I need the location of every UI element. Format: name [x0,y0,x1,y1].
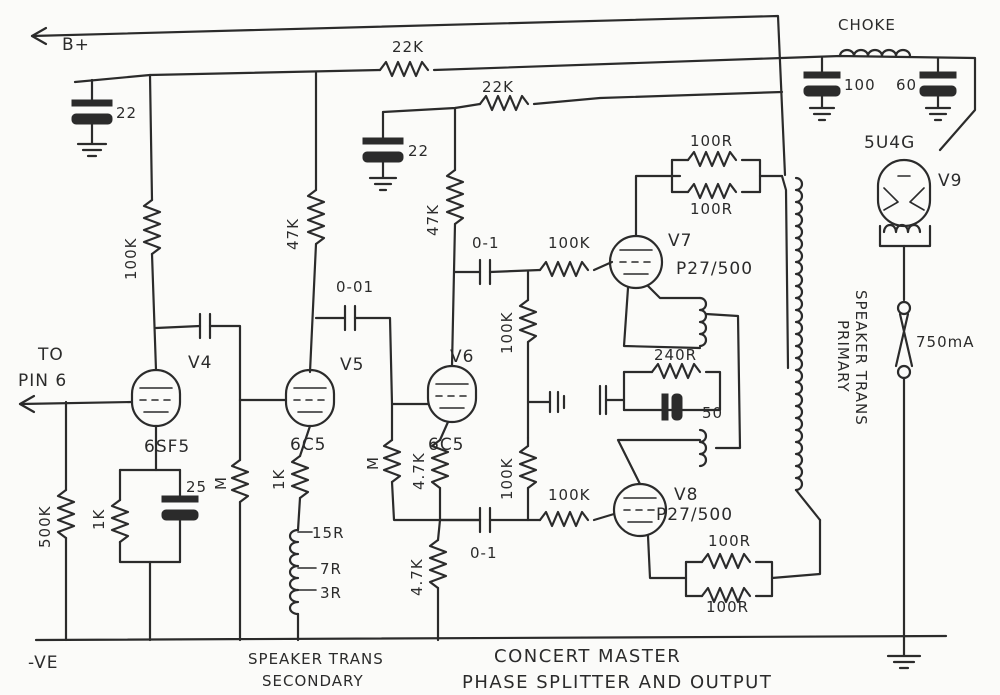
tube-v7 [608,174,702,350]
cap-25-label: 25 [186,478,207,496]
fuse-750ma [894,300,914,642]
v4-type: 6SF5 [144,437,190,457]
resistor-1k-v5 [290,424,312,532]
r-1k-v5-label: 1K [270,468,288,490]
v8-type: P27/500 [656,505,733,525]
v7-id: V7 [668,231,692,251]
anode-stoppers-v8 [684,518,822,604]
v5-type: 6C5 [290,435,327,455]
cap-22-mid [362,110,404,192]
bplus-label: B+ [62,35,90,55]
negative-label: -VE [28,653,59,673]
r-100k-g7-label: 100K [548,234,591,252]
cap-22-left [71,78,113,158]
tube-v6 [426,364,478,424]
secondary-line2: SECONDARY [262,672,364,690]
r-m-v6-label: M [364,456,382,470]
bias-junction [526,384,626,416]
resistor-500k [56,400,76,642]
r-22k-top-label: 22K [392,38,424,56]
v9-id: V9 [938,171,962,191]
r-47k-v5-label: 47K [284,218,302,250]
title-line1: CONCERT MASTER [494,646,681,667]
r-100k-g8-label: 100K [548,486,591,504]
to-pin6-arrow [18,394,134,414]
supply-line-mid [381,90,784,114]
cap-60 [919,56,957,122]
v6-id: V6 [450,347,474,367]
primary-line1: SPEAKER TRANS [852,290,870,426]
cap-22-left-label: 22 [116,104,137,122]
cap-22-mid-label: 22 [408,142,429,160]
cap-001-label: 0-01 [336,278,374,296]
choke-inductor [838,48,912,58]
r-100k-gl8-label: 100K [498,457,516,500]
cap-01-top [453,258,614,286]
tap-3r: 3R [320,584,342,602]
speaker-primary [780,174,822,522]
v6-type: 6C5 [428,435,465,455]
resistor-m-v5 [230,398,250,642]
pin6-label: PIN 6 [18,371,67,391]
fuse-label: 750mA [916,333,975,351]
cap-01-bottom-label: 0-1 [470,544,498,562]
tap-7r: 7R [320,560,342,578]
resistor-47k-bottom [428,518,448,642]
tube-v4 [130,368,182,472]
resistor-m-v6 [382,402,442,522]
r-100k-v4-label: 100K [122,237,140,280]
cap-60-label: 60 [896,76,917,94]
cap-coupling-v4 [154,312,242,402]
bplus-rail [30,14,787,177]
resistor-47k-v6 [445,106,465,368]
supply-line-top [73,54,977,152]
anode-stoppers-v7 [670,150,784,200]
heater-coil-v8 [698,428,708,468]
resistor-100k-gl7 [518,270,538,440]
r-100r-b-label: 100R [690,200,733,218]
r-47k-v6-label: 47K [424,204,442,236]
cathode-network-output [622,362,722,421]
tube-v8 [612,438,702,580]
r-1k-v4-label: 1K [90,508,108,530]
heater-coil-v7 [698,296,742,450]
resistor-100k-gl8 [518,436,538,522]
tube-v5 [238,368,336,428]
v5-id: V5 [340,355,364,375]
r-100r-c-label: 100R [708,532,751,550]
tube-v9 [876,158,932,302]
r-47k-bottom-label: 4.7K [408,558,426,596]
v4-cathode-network [110,468,199,642]
cap-50-label: 50 [702,404,723,422]
v4-id: V4 [188,353,212,373]
r-m-v5-label: M [212,476,230,490]
cap-001 [314,304,430,406]
r-100k-gl7-label: 100K [498,311,516,354]
r-100r-a-label: 100R [690,132,733,150]
cap-100-label: 100 [844,76,876,94]
resistor-100k-v4 [142,73,162,372]
choke-label: CHOKE [838,16,896,34]
r-22k-mid-label: 22K [482,78,514,96]
cap-01-bottom [438,506,616,534]
tap-15r: 15R [312,524,345,542]
r-100r-d-label: 100R [706,598,749,616]
ground-bus [34,634,948,670]
r-240r-label: 240R [654,346,697,364]
primary-line2: PRIMARY [834,320,852,393]
title-line2: PHASE SPLITTER AND OUTPUT [462,672,772,693]
r-500k-label: 500K [36,505,54,548]
v7-type: P27/500 [676,259,753,279]
to-label: TO [37,345,64,365]
r-47k-cathode-label: 4.7K [410,452,428,490]
secondary-line1: SPEAKER TRANS [248,650,384,668]
cap-100 [803,56,841,122]
v9-type: 5U4G [864,133,915,153]
speaker-secondary [288,528,317,642]
resistor-47k-v5 [306,70,326,374]
cap-01-top-label: 0-1 [472,234,500,252]
v8-id: V8 [674,485,698,505]
